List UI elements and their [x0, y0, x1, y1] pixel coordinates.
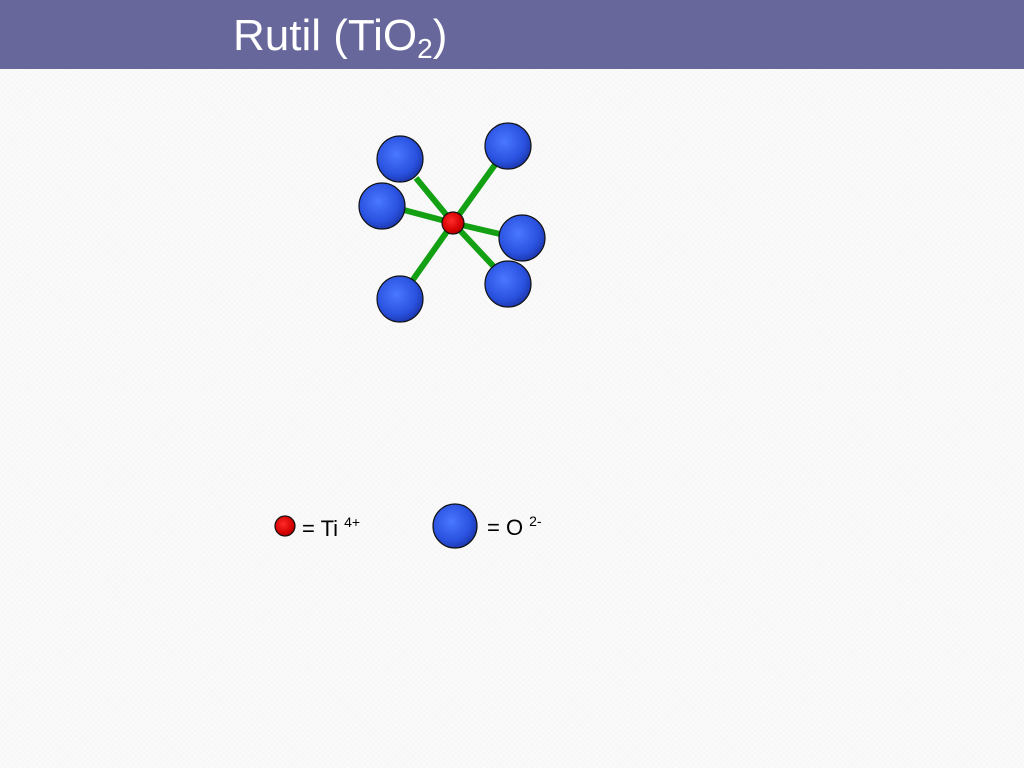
legend-ti-symbol	[274, 515, 296, 537]
legend-ti-text: = Ti	[302, 516, 339, 541]
title-main: Rutil (TiO	[233, 11, 418, 60]
legend-o-charge: 2-	[529, 513, 542, 529]
bond-upper-right	[450, 160, 500, 225]
legend-ti-charge: 4+	[344, 514, 361, 530]
title-subscript: 2	[417, 33, 433, 64]
legend-ti-label: = Ti 4+	[302, 514, 361, 542]
title-bar: Rutil (TiO2)	[0, 0, 1024, 69]
oxygen-atom-lower-right	[484, 260, 532, 308]
oxygen-atoms	[358, 122, 546, 323]
oxygen-atom-upper-right	[484, 122, 532, 170]
oxygen-atom-right	[498, 214, 546, 262]
page-title: Rutil (TiO2)	[233, 10, 448, 64]
titanium-atom	[441, 211, 465, 235]
legend-o-text: = O	[487, 515, 524, 540]
legend-o-symbol	[432, 503, 478, 549]
legend-o-label: = O 2-	[487, 513, 542, 541]
oxygen-atom-left	[358, 182, 406, 230]
title-close: )	[432, 11, 448, 60]
bond-lower-left	[409, 221, 456, 283]
oxygen-atom-upper-left	[376, 135, 424, 183]
oxygen-atom-lower-left	[376, 275, 424, 323]
